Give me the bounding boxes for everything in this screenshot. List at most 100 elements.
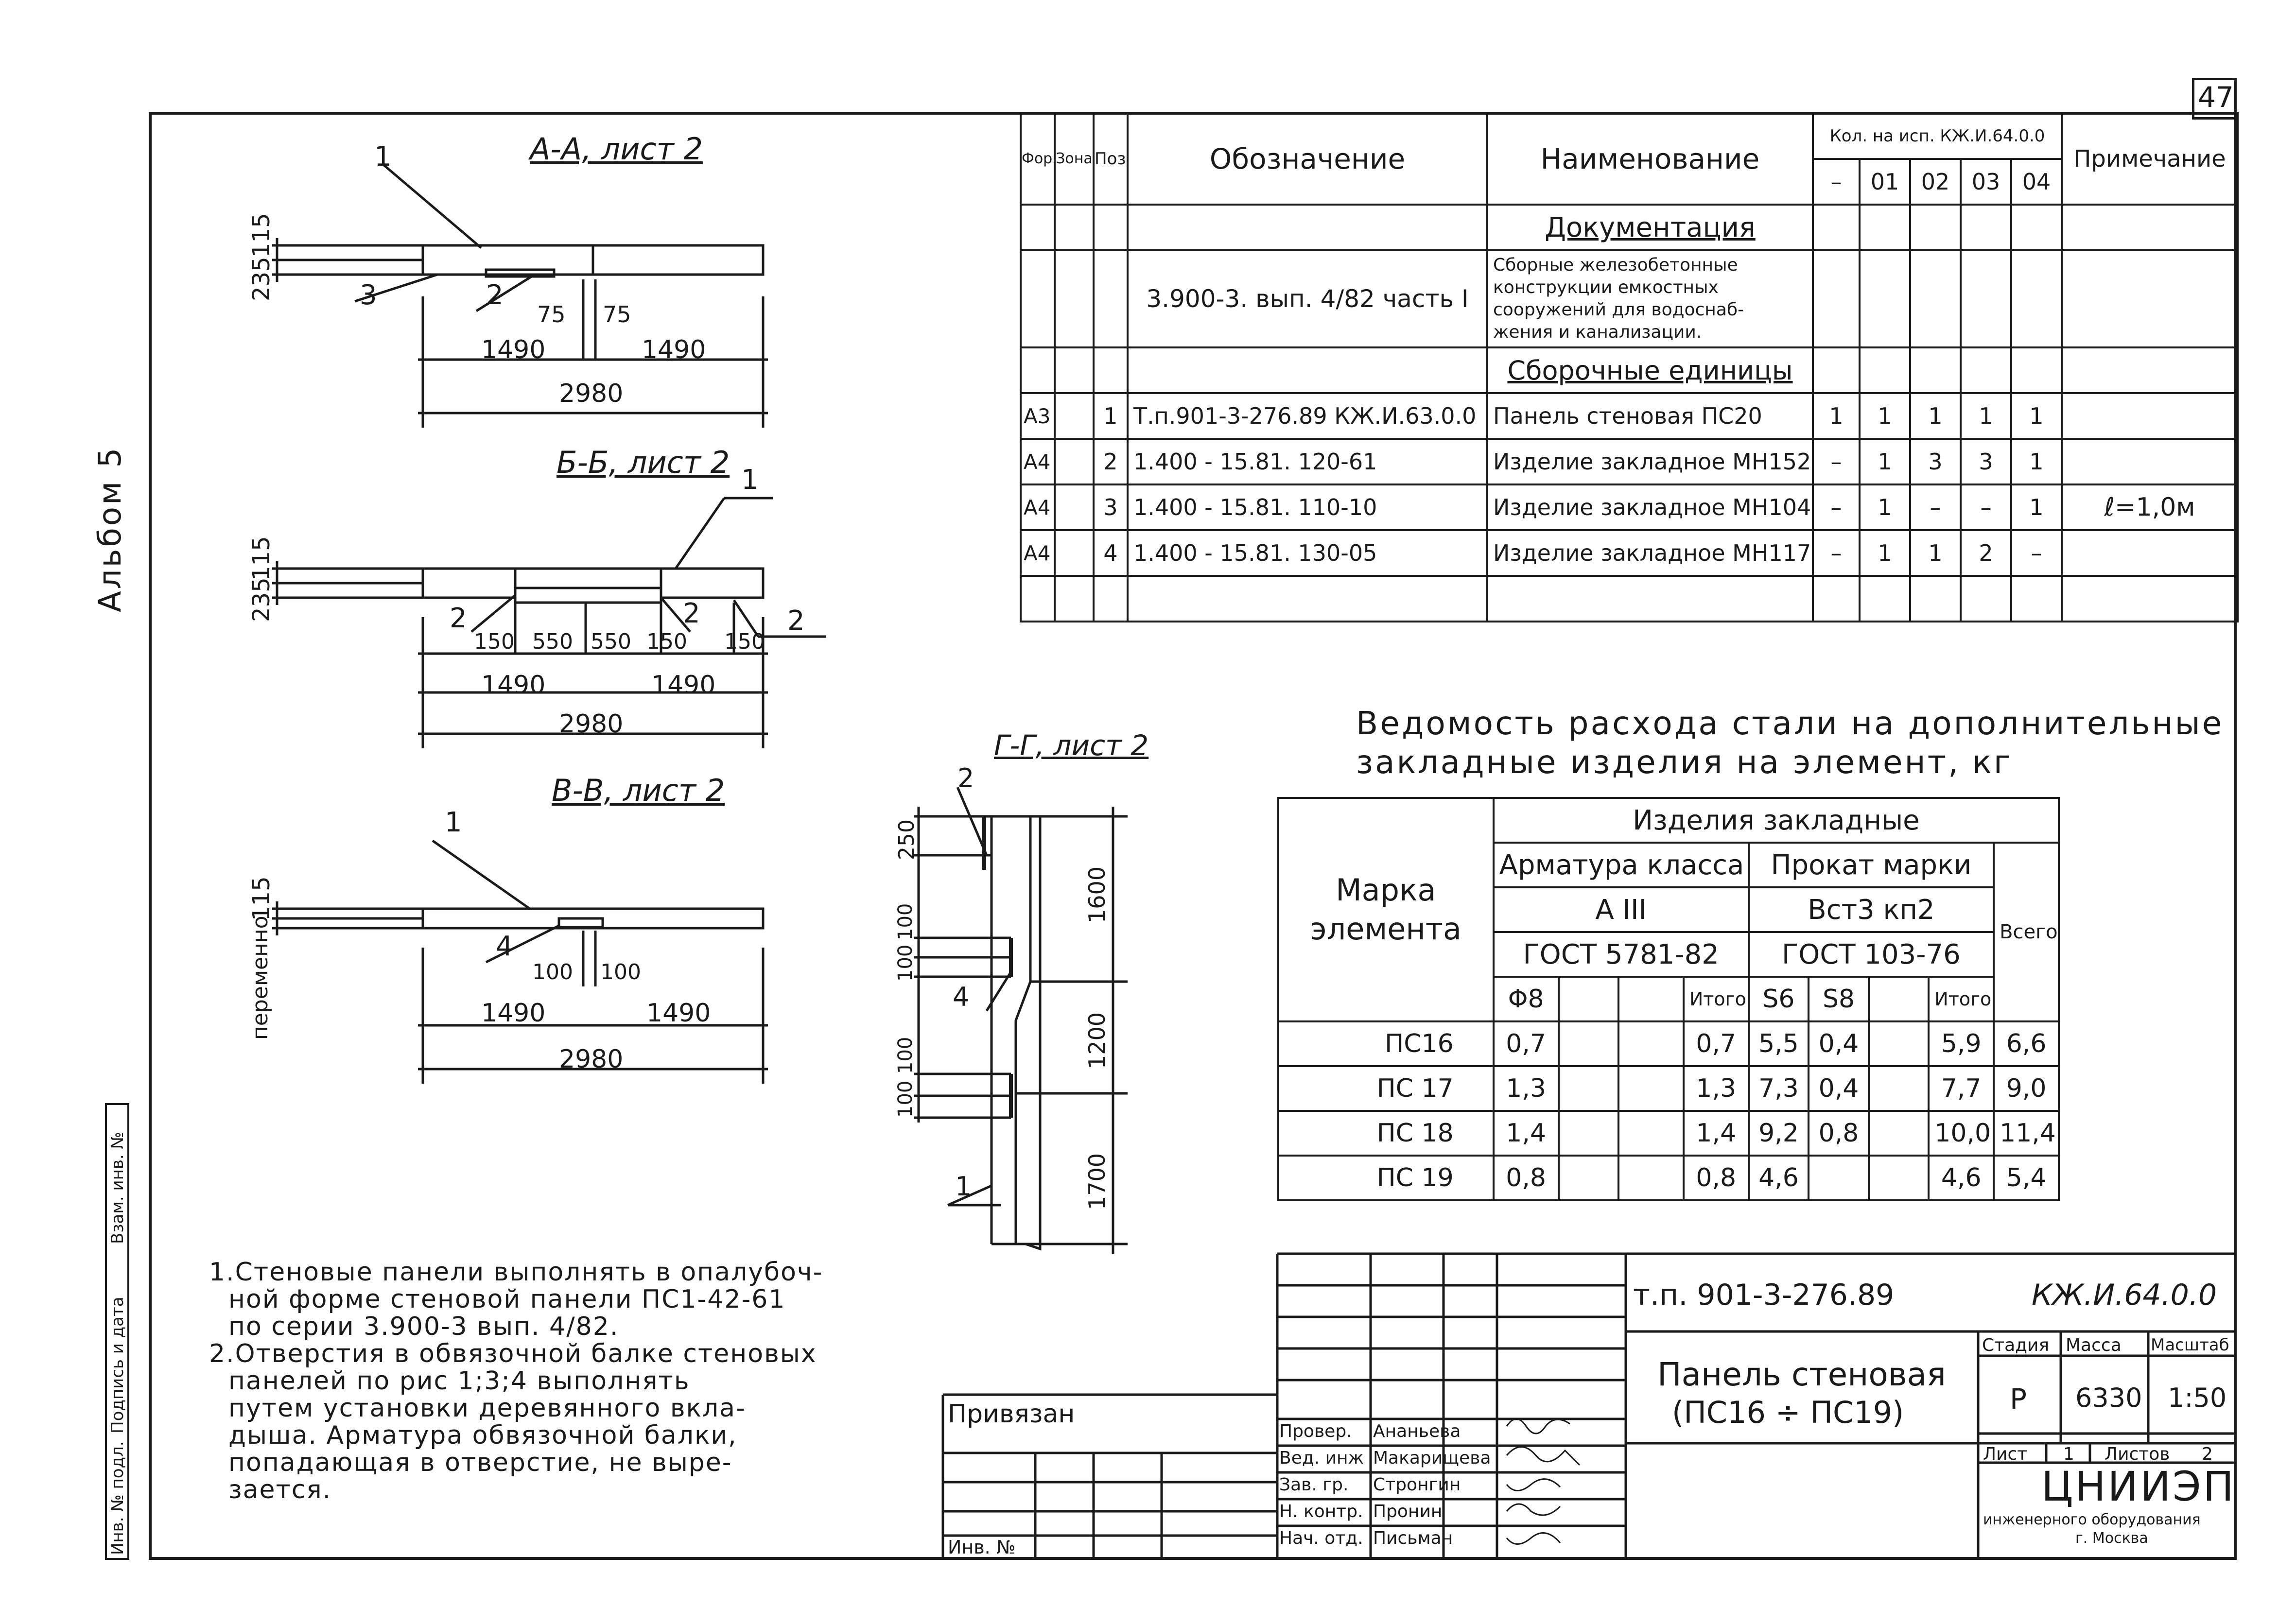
- spec-r4-note: [2061, 529, 2239, 577]
- spec-r3-designation: 1.400 - 15.81. 110-10: [1127, 484, 1488, 531]
- section-bb-title: Б-Б, лист 2: [557, 445, 730, 480]
- spec-r2-q1: 1: [1859, 438, 1911, 485]
- steel-r1-v2: [1557, 1020, 1620, 1067]
- gg-dim-100a: 100: [894, 944, 917, 982]
- spec-r1-q0: 1: [1812, 392, 1861, 440]
- spec-h-qty-0: –: [1812, 158, 1861, 206]
- tb-name-3: Стронгин: [1373, 1475, 1461, 1495]
- note-line-7: дыша. Арматура обвязочной балки,: [228, 1421, 737, 1450]
- steel-h-col-8: Итого: [1928, 976, 1995, 1022]
- note-line-6: путем установки деревянного вкла-: [228, 1394, 746, 1423]
- bb-dim-150c: 150: [724, 629, 765, 654]
- steel-r3-v2: [1557, 1110, 1620, 1157]
- tb-name-5: Письман: [1373, 1528, 1453, 1548]
- steel-r3-v1: 1,4: [1492, 1110, 1560, 1157]
- vv-label-4: 4: [496, 931, 513, 962]
- steel-r2-v7: [1867, 1065, 1930, 1112]
- tb-object-name-2: (ПС16 ÷ ПС19): [1672, 1395, 1904, 1430]
- bb-label-2c: 2: [787, 605, 805, 637]
- table-row: А4 3 1.400 - 15.81. 110-10 Изделие закла…: [1020, 484, 2239, 531]
- tb-role-4: Н. контр.: [1279, 1502, 1363, 1521]
- steel-r1-v4: 0,7: [1682, 1020, 1750, 1067]
- vv-dim-variable: переменно: [248, 916, 273, 1040]
- steel-r4-total: 5,4: [1993, 1155, 2060, 1201]
- tb-stage-h: Стадия: [1982, 1335, 2050, 1355]
- spec-r4-name: Изделие закладное МН117-6: [1486, 529, 1814, 577]
- spec-h-qty-4: 04: [2010, 158, 2063, 206]
- tb-name-2: Макарищева: [1373, 1448, 1491, 1468]
- steel-r2-v4: 1,3: [1682, 1065, 1750, 1112]
- aa-label-3: 3: [360, 279, 377, 311]
- steel-h-col-3: [1618, 976, 1685, 1022]
- gg-dim-1600: 1600: [1084, 866, 1110, 923]
- steel-r4-v1: 0,8: [1492, 1155, 1560, 1201]
- spec-r3-q0: –: [1812, 484, 1861, 531]
- steel-title-1: Ведомость расхода стали на дополнительны…: [1356, 705, 2224, 742]
- steel-r4-v7: [1867, 1155, 1930, 1201]
- spec-r1-q4: 1: [2010, 392, 2063, 440]
- aa-dim-235: 235: [248, 257, 275, 301]
- gg-label-1: 1: [955, 1171, 972, 1202]
- vv-dim-2980: 2980: [559, 1045, 624, 1074]
- spec-section-assembly: Сборочные единицы: [1486, 346, 1814, 394]
- spec-h-qty-3: 03: [1960, 158, 2012, 206]
- steel-h-mark: Марка элемента: [1277, 797, 1495, 1022]
- aa-dim-1490a: 1490: [481, 335, 546, 364]
- steel-r3-v5: 9,2: [1747, 1110, 1810, 1157]
- note-line-4: 2.Отверстия в обвязочной балке стеновых: [209, 1339, 817, 1368]
- steel-r2-mark: ПС 17: [1277, 1065, 1495, 1112]
- tb-stage: Р: [2010, 1382, 2027, 1416]
- spec-r2-format: А4: [1020, 438, 1056, 485]
- spec-r2-designation: 1.400 - 15.81. 120-61: [1127, 438, 1488, 485]
- sheet-number: 47: [2198, 81, 2234, 114]
- gg-dim-100b: 100: [894, 903, 917, 940]
- tb-role-2: Вед. инж: [1279, 1448, 1364, 1468]
- spec-r3-format: А4: [1020, 484, 1056, 531]
- spec-r1-designation: Т.п.901-3-276.89 КЖ.И.63.0.0: [1127, 392, 1488, 440]
- bb-label-1: 1: [741, 464, 759, 496]
- steel-r1-total: 6,6: [1993, 1020, 2060, 1067]
- spec-h-zone: Зона: [1054, 112, 1095, 206]
- gg-dim-100d: 100: [894, 1037, 917, 1074]
- steel-r3-v8: 10,0: [1928, 1110, 1995, 1157]
- spec-r4-q3: 2: [1960, 529, 2012, 577]
- tb-code: КЖ.И.64.0.0: [2032, 1278, 2217, 1312]
- vv-dim-100a: 100: [532, 960, 573, 985]
- steel-h-group: Изделия закладные: [1492, 797, 2060, 844]
- spec-doc-designation: 3.900-3. вып. 4/82 часть I: [1127, 249, 1488, 348]
- spec-r4-q0: –: [1812, 529, 1861, 577]
- spec-r1-q2: 1: [1909, 392, 1962, 440]
- table-row: А4 2 1.400 - 15.81. 120-61 Изделие закла…: [1020, 438, 2239, 485]
- tb-privyazan: Привязан: [948, 1400, 1075, 1429]
- spec-r3-q4: 1: [2010, 484, 2063, 531]
- spec-r3-name: Изделие закладное МН104-3: [1486, 484, 1814, 531]
- tb-role-1: Провер.: [1279, 1421, 1352, 1441]
- gg-label-2: 2: [957, 763, 974, 794]
- tb-org-sub-2: г. Москва: [2075, 1530, 2148, 1547]
- bb-dim-1490a: 1490: [481, 671, 546, 700]
- spec-r4-format: А4: [1020, 529, 1056, 577]
- signatures: [1506, 1418, 1581, 1545]
- bb-dim-2980: 2980: [559, 709, 624, 739]
- vv-dim-1490a: 1490: [481, 999, 546, 1028]
- bb-dim-115: 115: [248, 536, 275, 581]
- steel-h-rebar-gost: ГОСТ 5781-82: [1492, 931, 1750, 978]
- steel-r3-total: 11,4: [1993, 1110, 2060, 1157]
- tb-scale-h: Масштаб: [2151, 1335, 2229, 1355]
- spec-r2-q2: 3: [1909, 438, 1962, 485]
- gg-dim-100c: 100: [894, 1080, 917, 1118]
- section-gg-title: Г-Г, лист 2: [994, 729, 1149, 762]
- aa-plate: [485, 268, 556, 278]
- spec-h-name: Наименование: [1486, 112, 1814, 206]
- spec-doc-name-3: сооружений для водоснаб-: [1493, 300, 1744, 320]
- aa-dim-75a: 75: [537, 301, 566, 328]
- steel-r1-v6: 0,4: [1808, 1020, 1870, 1067]
- spec-r2-name: Изделие закладное МН152: [1486, 438, 1814, 485]
- spec-r1-note: [2061, 392, 2239, 440]
- steel-r2-v2: [1557, 1065, 1620, 1112]
- tb-sheet-h: Лист: [1983, 1444, 2028, 1464]
- spec-h-qty-2: 02: [1909, 158, 1962, 206]
- tb-sheets-h: Листов: [2105, 1444, 2170, 1464]
- vv-dim-115: 115: [248, 876, 275, 921]
- steel-r1-v8: 5,9: [1928, 1020, 1995, 1067]
